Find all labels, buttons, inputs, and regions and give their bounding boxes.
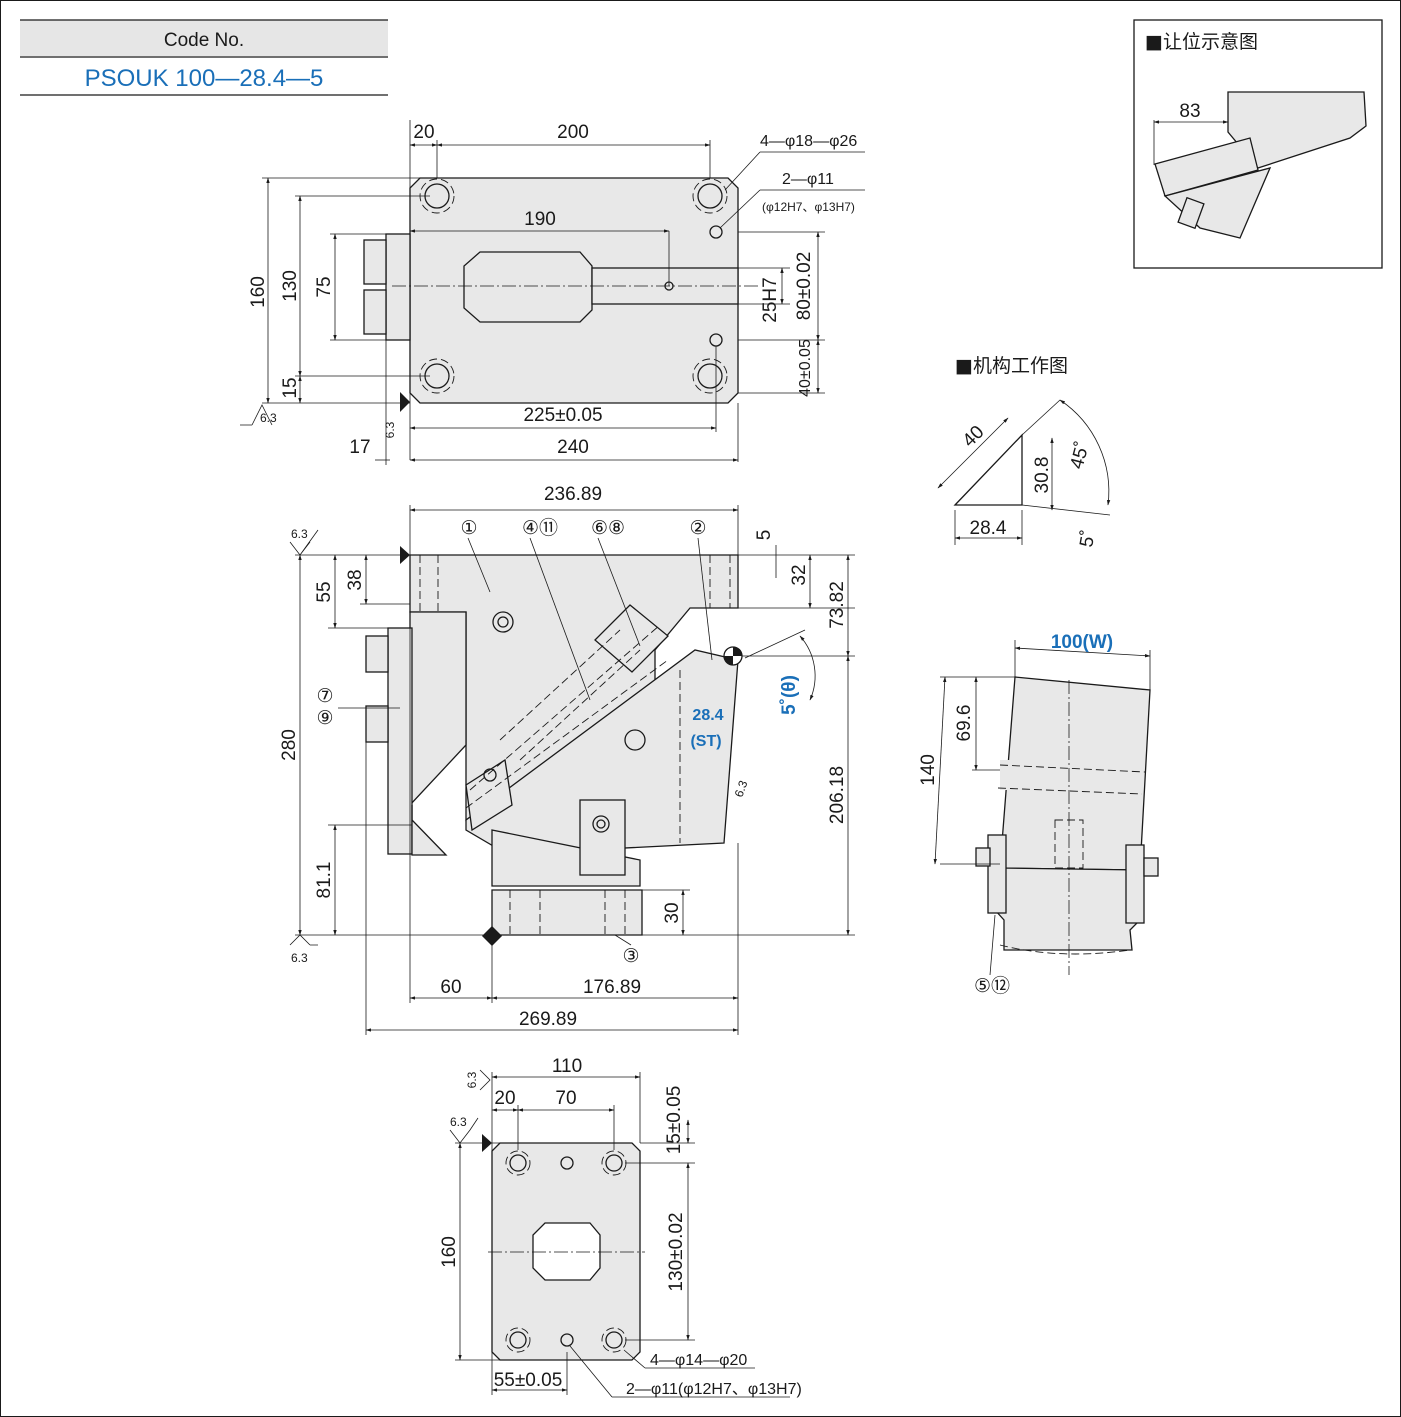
top-dim-75: 75: [314, 276, 335, 297]
bottom-rough-2: 6.3: [450, 1115, 467, 1129]
front-dim-30: 30: [662, 902, 683, 923]
bottom-dim-130: 130±0.02: [666, 1212, 687, 1291]
bottom-dim-55: 55±0.05: [494, 1370, 563, 1391]
balloon-3: ③: [622, 945, 639, 967]
side-dim-69-6: 69.6: [954, 705, 975, 742]
side-width: 100(W): [1051, 632, 1113, 653]
bottom-rough-1: 6.3: [465, 1071, 479, 1088]
code-box: Code No. PSOUK 100—28.4—5: [20, 19, 388, 96]
top-dim-160: 160: [248, 276, 269, 308]
inset-mechanism: ■机构工作图 40 30.8 28.4 45˚ 5˚: [937, 355, 1111, 549]
mech-angle-5: 5˚: [1076, 529, 1100, 549]
mech-dim-40: 40: [959, 422, 989, 452]
front-rough-3: 6.3: [732, 778, 751, 799]
bottom-dim-160: 160: [439, 1236, 460, 1268]
bottom-note-holes-1: 4—φ14—φ20: [650, 1352, 747, 1369]
inset-relief: ■让位示意图 83: [1133, 19, 1383, 269]
top-dim-225: 225±0.05: [523, 405, 602, 426]
front-view: 236.89 5 32 73.82 55 38 280 206.18 81.1 …: [279, 484, 855, 1035]
top-dim-20: 20: [413, 122, 434, 143]
top-dim-17: 17: [349, 437, 370, 458]
top-dim-130: 130: [280, 270, 301, 302]
top-note-holes-1: 4—φ18—φ26: [760, 133, 857, 150]
front-dim-38: 38: [345, 569, 366, 590]
code-value: PSOUK 100—28.4—5: [85, 65, 324, 92]
mech-dim-28-4: 28.4: [970, 518, 1007, 539]
balloon-4-11: ④⑪: [522, 517, 558, 539]
top-dim-190: 190: [524, 209, 556, 230]
mech-angle-45: 45˚: [1067, 439, 1094, 471]
side-view: 100(W) 69.6 140 ⑤⑫: [918, 632, 1159, 997]
top-note-holes-3: (φ12H7、φ13H7): [762, 200, 855, 214]
front-dim-55: 55: [314, 581, 335, 602]
front-stroke-value: 28.4: [692, 707, 723, 724]
top-rough-2: 6.3: [383, 421, 397, 438]
front-dim-60: 60: [440, 977, 461, 998]
bottom-dim-110: 110: [552, 1056, 582, 1077]
bottom-view: 110 20 70 15±0.05 160 130±0.02 55±0.05 4…: [439, 1056, 802, 1398]
side-dim-140: 140: [918, 754, 939, 786]
front-dim-32: 32: [789, 564, 810, 585]
front-angle: 5˚(θ): [779, 675, 800, 715]
front-dim-206-18: 206.18: [827, 766, 848, 824]
front-dim-236-89: 236.89: [544, 484, 602, 505]
code-label: Code No.: [164, 30, 244, 51]
front-stroke-label: (ST): [690, 733, 721, 750]
bottom-note-holes-2: 2—φ11(φ12H7、φ13H7): [626, 1381, 802, 1398]
inset-mech-title: ■机构工作图: [955, 355, 1068, 377]
side-balloon: ⑤⑫: [974, 975, 1010, 997]
front-dim-176-89: 176.89: [583, 977, 641, 998]
front-dim-81-1: 81.1: [314, 862, 335, 899]
front-rough-2: 6.3: [291, 951, 308, 965]
balloon-6-8: ⑥⑧: [591, 517, 625, 539]
front-dim-73-82: 73.82: [827, 581, 848, 629]
bottom-dim-15: 15±0.05: [664, 1086, 685, 1155]
balloon-7: ⑦: [316, 685, 333, 707]
top-dim-40: 40±0.05: [797, 339, 814, 397]
bottom-dim-70: 70: [555, 1088, 576, 1109]
inset-relief-dim: 83: [1179, 101, 1200, 122]
top-view: 20 200 190 160 130 75 15 225±0.05 240 17…: [240, 120, 865, 465]
front-dim-280: 280: [279, 729, 300, 761]
top-note-holes-2: 2—φ11: [782, 171, 834, 188]
top-dim-80: 80±0.02: [794, 252, 815, 321]
top-dim-240: 240: [557, 437, 589, 458]
front-rough-1: 6.3: [291, 527, 308, 541]
inset-relief-title: ■让位示意图: [1145, 31, 1258, 53]
top-dim-200: 200: [557, 122, 589, 143]
balloon-2: ②: [689, 517, 706, 539]
bottom-dim-20: 20: [494, 1088, 515, 1109]
top-dim-25h7: 25H7: [760, 277, 781, 322]
balloon-9: ⑨: [316, 707, 333, 729]
front-dim-5: 5: [754, 530, 775, 541]
balloon-1: ①: [460, 517, 477, 539]
front-dim-269-89: 269.89: [519, 1009, 577, 1030]
mech-dim-30-8: 30.8: [1032, 457, 1053, 494]
top-dim-15: 15: [280, 377, 301, 398]
